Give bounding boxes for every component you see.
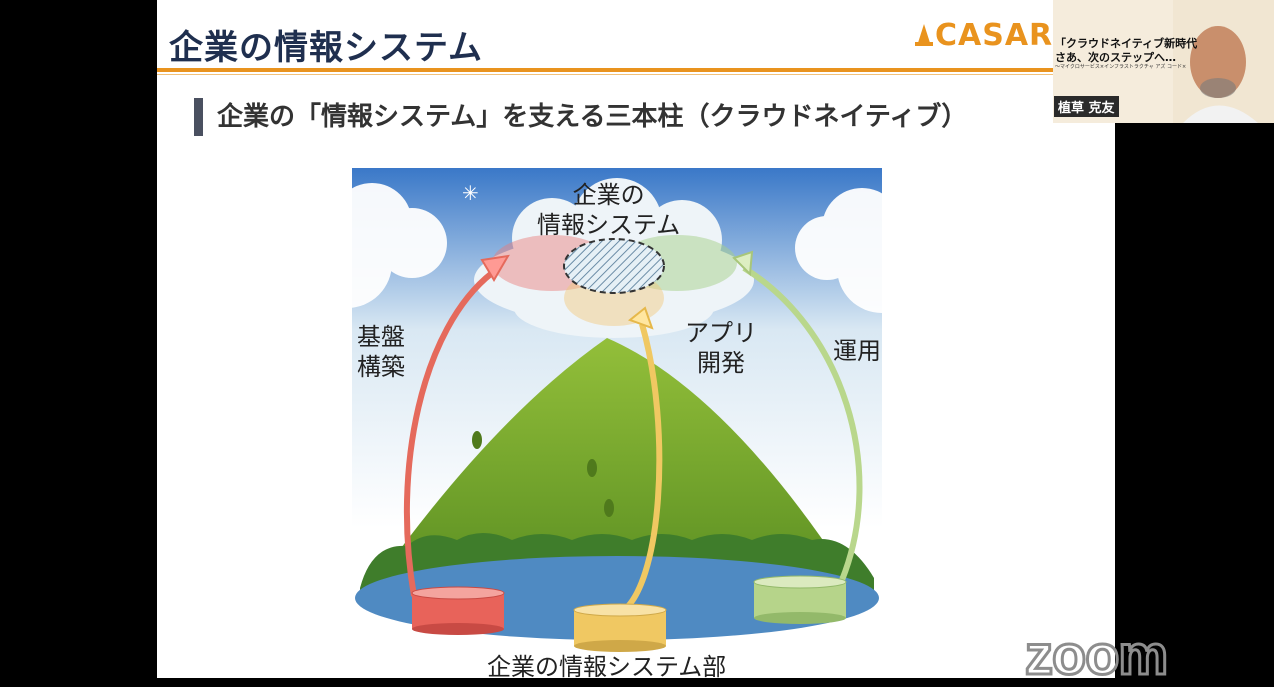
- banner-line3: ～マイクロサービス×インフラストラクチャ アズ コード×: [1055, 64, 1187, 70]
- ops-label: 運用: [833, 337, 881, 365]
- mountain-diagram: ✳: [352, 168, 882, 652]
- subheading-bar: [194, 98, 203, 136]
- zoom-watermark: zoom: [1023, 622, 1169, 687]
- presentation-slide: 企業の情報システム CASARE 企業の「情報システム」を支える三本柱（クラウド…: [157, 0, 1115, 678]
- infra-arrow: [403, 270, 494, 597]
- slide-title: 企業の情報システム: [169, 28, 483, 68]
- ops-arrow: [742, 265, 863, 582]
- ops-arrowhead: [732, 250, 754, 277]
- infra-arrowhead: [480, 254, 510, 282]
- department-label: 企業の情報システム部: [487, 653, 727, 678]
- app-cylinder: [573, 603, 667, 652]
- system-label: 企業の 情報システム: [537, 180, 680, 240]
- title-divider: [157, 68, 1115, 72]
- ops-cylinder: [753, 575, 847, 624]
- banner-line1: 「クラウドネイティブ新時代: [1055, 37, 1198, 50]
- app-arrow: [618, 323, 663, 616]
- mountain: [372, 338, 852, 588]
- infra-label: 基盤 構築: [357, 322, 405, 382]
- speaker-name-tag: 植草 克友: [1054, 96, 1119, 117]
- infra-label-line1: 基盤: [357, 323, 405, 351]
- app-label-line2: 開発: [697, 349, 745, 377]
- infra-cylinder: [411, 586, 505, 635]
- title-divider-thin: [157, 74, 1115, 75]
- side-clouds: [352, 183, 882, 313]
- flame-icon: [915, 24, 933, 46]
- app-label: アプリ 開発: [685, 318, 757, 378]
- banner-line2: さあ、次のステップへ…: [1055, 51, 1176, 64]
- system-label-line2: 情報システム: [537, 211, 681, 239]
- sparkle-icon: ✳: [462, 181, 479, 205]
- app-arrowhead: [627, 306, 654, 330]
- speaker-video-thumbnail[interactable]: 「クラウドネイティブ新時代 さあ、次のステップへ… ～マイクロサービス×インフラ…: [1053, 0, 1274, 123]
- brand-text: CASARE: [935, 18, 1075, 53]
- infra-label-line2: 構築: [357, 353, 405, 381]
- system-label-line1: 企業の: [572, 181, 645, 209]
- casare-logo: CASARE: [913, 18, 1075, 53]
- app-label-line1: アプリ: [685, 319, 757, 347]
- subheading: 企業の「情報システム」を支える三本柱（クラウドネイティブ）: [217, 102, 968, 132]
- system-core: [563, 238, 665, 294]
